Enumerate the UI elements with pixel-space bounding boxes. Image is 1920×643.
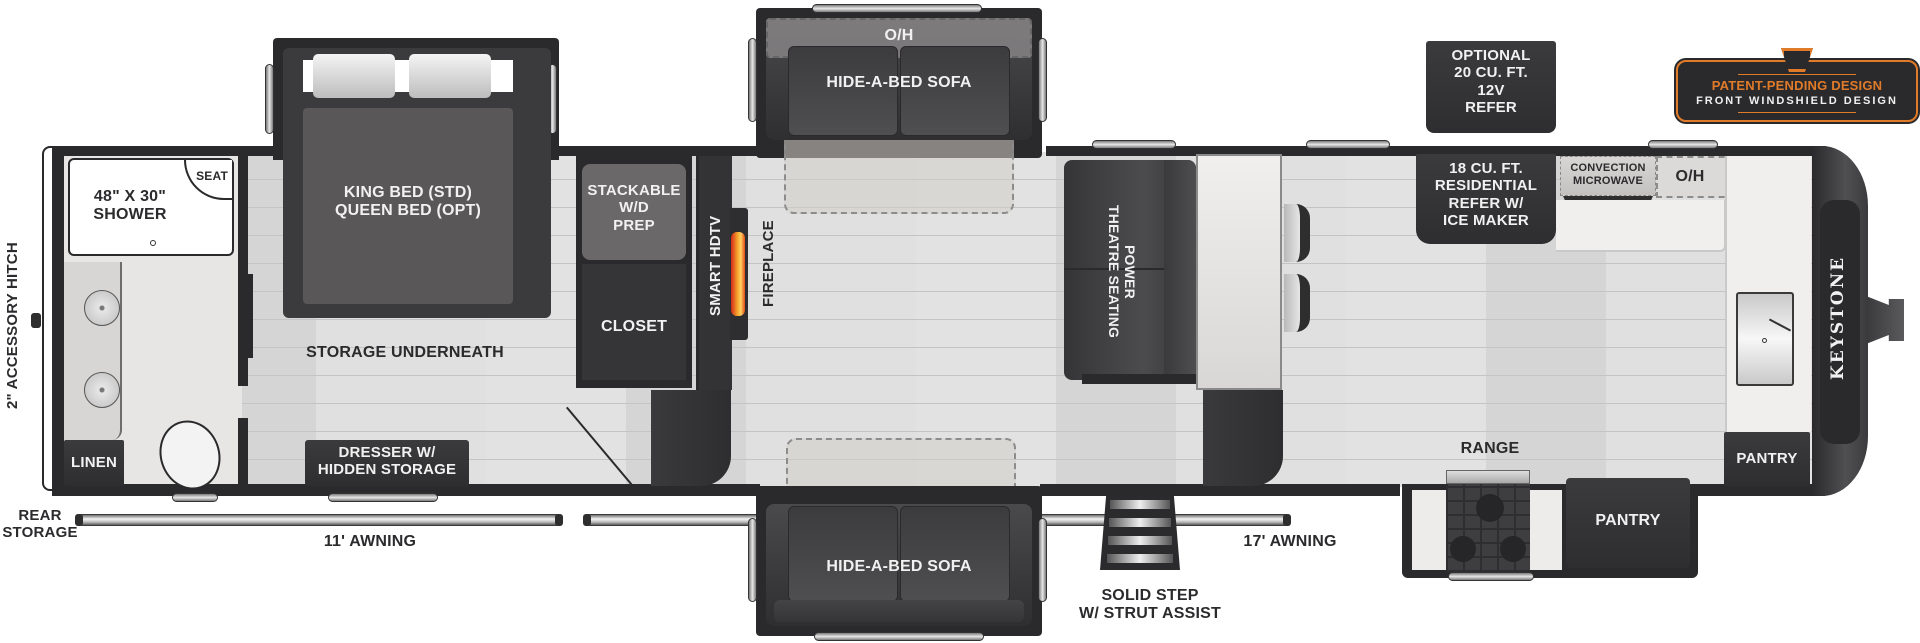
shower-drain-icon xyxy=(150,240,156,246)
vanity xyxy=(64,262,122,440)
washer-dryer-label: STACKABLE W/D PREP xyxy=(587,182,681,234)
top-sofa-bed-outline xyxy=(784,140,1014,214)
stool-icon xyxy=(1284,204,1310,262)
rear-awning-label: 11' AWNING xyxy=(323,533,417,550)
badge-line1: PATENT-PENDING DESIGN xyxy=(1711,78,1883,93)
window xyxy=(748,518,757,602)
range-label: RANGE xyxy=(1460,440,1520,457)
dresser-label: DRESSER W/ HIDDEN STORAGE xyxy=(317,444,457,479)
counter-l xyxy=(1556,200,1726,252)
theatre-seating: POWER THEATRE SEATING xyxy=(1064,160,1196,380)
bottom-sofa: HIDE-A-BED SOFA xyxy=(766,504,1032,626)
hitch-icon xyxy=(31,313,41,328)
closet-label: CLOSET xyxy=(600,318,668,335)
slide-pantry: PANTRY xyxy=(1566,478,1690,568)
sink-icon xyxy=(84,372,120,408)
front-pantry-label: PANTRY xyxy=(1736,450,1798,467)
step-label: SOLID STEP W/ STRUT ASSIST xyxy=(1079,587,1221,623)
window xyxy=(814,632,984,641)
brand-label: KEYSTONE xyxy=(1828,255,1848,381)
theatre-seating-label: POWER THEATRE SEATING xyxy=(1106,205,1139,339)
chair xyxy=(651,390,731,486)
patent-badge: PATENT-PENDING DESIGN FRONT WINDSHIELD D… xyxy=(1676,48,1918,122)
window xyxy=(1092,140,1176,149)
pillow-icon xyxy=(409,54,491,98)
top-sofa: O/H HIDE-A-BED SOFA xyxy=(766,18,1032,140)
residential-refer: 18 CU. FT. RESIDENTIAL REFER W/ ICE MAKE… xyxy=(1416,154,1556,244)
fireplace-icon xyxy=(730,208,748,340)
optional-refer: OPTIONAL 20 CU. FT. 12V REFER xyxy=(1426,41,1556,133)
window xyxy=(812,4,982,13)
wall-bottom-mid xyxy=(1040,484,1400,496)
shower-label: 48" X 30" SHOWER xyxy=(93,188,167,224)
kitchen-overhead-label: O/H xyxy=(1675,168,1705,185)
slide-pantry-label: PANTRY xyxy=(1595,512,1661,529)
window xyxy=(1306,140,1390,149)
window xyxy=(1448,572,1534,581)
front-pantry: PANTRY xyxy=(1724,432,1810,486)
top-sofa-label: HIDE-A-BED SOFA xyxy=(826,74,972,91)
kingpin-icon xyxy=(1866,296,1904,344)
bath-wall xyxy=(238,156,248,386)
bottom-sofa-label: HIDE-A-BED SOFA xyxy=(826,558,972,575)
refer-label: 18 CU. FT. RESIDENTIAL REFER W/ ICE MAKE… xyxy=(1434,160,1538,229)
kitchen-sink-icon xyxy=(1736,292,1794,386)
stool-icon xyxy=(1284,274,1310,332)
storage-label: STORAGE UNDERNEATH xyxy=(306,344,504,361)
badge-line2: FRONT WINDSHIELD DESIGN xyxy=(1696,95,1898,107)
hitch-label: 2" ACCESSORY HITCH xyxy=(4,242,21,410)
front-cap-band: KEYSTONE xyxy=(1820,200,1860,444)
window xyxy=(328,493,438,502)
wall-rear xyxy=(52,146,64,496)
range-icon xyxy=(1446,470,1530,572)
window xyxy=(1038,38,1047,122)
wall-top-front xyxy=(1046,146,1826,156)
bed: KING BED (STD) QUEEN BED (OPT) xyxy=(283,48,551,318)
linen-label: LINEN xyxy=(71,454,117,471)
bath-wall-lower xyxy=(238,418,248,486)
window xyxy=(265,64,274,134)
window xyxy=(748,38,757,122)
shower-seat-label: SEAT xyxy=(196,169,228,183)
window xyxy=(172,493,218,502)
window xyxy=(1038,518,1047,602)
wall-bottom-rear xyxy=(52,484,760,496)
fireplace-label: FIREPLACE xyxy=(760,220,777,308)
linen-cabinet: LINEN xyxy=(64,440,124,486)
bedroom-partition xyxy=(248,274,253,358)
optional-refer-label: OPTIONAL 20 CU. FT. 12V REFER xyxy=(1451,47,1531,116)
entry-step xyxy=(1100,492,1180,570)
rear-awning-rail xyxy=(75,514,563,526)
wall-bottom-front xyxy=(1685,484,1825,496)
rear-storage-label: REAR STORAGE xyxy=(2,507,78,542)
sink-icon xyxy=(84,290,120,326)
closet: CLOSET xyxy=(582,264,686,380)
window xyxy=(1648,140,1718,149)
tv-label: SMART HDTV xyxy=(707,215,724,317)
tv-cabinet: SMART HDTV xyxy=(696,156,732,390)
wall-top-mid xyxy=(560,146,760,156)
shower: SEAT 48" X 30" SHOWER xyxy=(68,158,234,256)
bed-label: KING BED (STD) QUEEN BED (OPT) xyxy=(334,184,482,220)
washer-dryer: STACKABLE W/D PREP xyxy=(582,164,686,260)
kitchen-island xyxy=(1196,154,1282,390)
badge-shield-icon xyxy=(1781,48,1813,72)
chair xyxy=(1203,390,1283,486)
dresser: DRESSER W/ HIDDEN STORAGE xyxy=(305,440,469,486)
microwave-label: CONVECTION MICROWAVE xyxy=(1570,162,1646,187)
pillow-icon xyxy=(313,54,395,98)
microwave: CONVECTION MICROWAVE xyxy=(1560,156,1656,196)
top-sofa-overhead-label: O/H xyxy=(884,27,914,44)
front-awning-label: 17' AWNING xyxy=(1243,533,1337,550)
theatre-base xyxy=(1082,374,1200,384)
